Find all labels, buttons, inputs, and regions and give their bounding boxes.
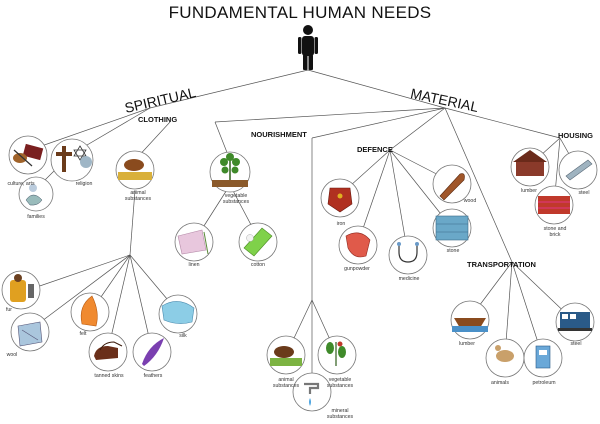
- stone-wall-icon: [432, 208, 472, 248]
- label-housing-steel: steel: [578, 190, 590, 196]
- label-wool: wool: [6, 352, 18, 358]
- label-wood: wood: [463, 198, 477, 204]
- label-animals: animals: [491, 380, 509, 386]
- linen-icon: [174, 222, 214, 262]
- culture-arts-icon: [8, 135, 48, 175]
- label-food-mineral: mineral substances: [326, 408, 354, 420]
- label-feathers: feathers: [143, 373, 163, 379]
- label-cotton: cotton: [250, 262, 266, 268]
- label-clothing-animal: animal substances: [124, 190, 152, 202]
- label-iron: iron: [336, 221, 346, 227]
- category-housing: HOUSING: [558, 131, 594, 140]
- label-food-animal: animal substances: [272, 377, 300, 389]
- wool-icon: [10, 312, 50, 352]
- label-transport-lumber: lumber: [459, 341, 475, 347]
- petroleum-pump-icon: [523, 338, 563, 378]
- label-fur: fur: [5, 307, 13, 313]
- label-felt: felt: [79, 331, 87, 337]
- animal-substances-icon: [115, 150, 155, 190]
- category-nourishment: NOURISHMENT: [251, 130, 307, 139]
- cotton-icon: [238, 222, 278, 262]
- label-religion: religion: [75, 181, 93, 187]
- label-housing-lumber: lumber: [521, 188, 537, 194]
- religion-icon: [50, 138, 94, 182]
- housing-lumber-icon: [510, 147, 550, 187]
- label-clothing-vegetable: vegetable substances: [222, 193, 250, 205]
- label-families: families: [27, 214, 45, 220]
- category-clothing: CLOTHING: [138, 115, 178, 124]
- label-gunpowder: gunpowder: [344, 266, 370, 272]
- food-mineral-icon: [292, 372, 332, 412]
- animals-icon: [485, 338, 525, 378]
- families-icon: [18, 176, 54, 212]
- housing-steel-icon: [558, 150, 598, 190]
- fur-icon: [1, 270, 41, 310]
- train-steel-icon: [555, 302, 595, 342]
- label-culture-arts: culture, arts: [7, 181, 35, 187]
- label-medicine: medicine: [398, 276, 420, 282]
- person-icon: [298, 25, 318, 70]
- label-transport-steel: steel: [570, 341, 582, 347]
- category-defence: DEFENCE: [357, 145, 393, 154]
- felt-icon: [70, 292, 110, 332]
- diagram-title: FUNDAMENTAL HUMAN NEEDS: [168, 3, 432, 22]
- label-linen: linen: [188, 262, 200, 268]
- wood-club-icon: [432, 164, 472, 204]
- tanned-skins-icon: [88, 332, 128, 372]
- food-vegetable-icon: [317, 335, 357, 375]
- vegetable-substances-icon: [209, 151, 251, 193]
- food-animal-icon: [266, 335, 306, 375]
- silk-icon: [158, 294, 198, 334]
- feathers-icon: [132, 332, 172, 372]
- label-food-vegetable: vegetable substances: [326, 377, 354, 389]
- iron-armor-icon: [320, 178, 360, 218]
- boat-lumber-icon: [450, 300, 490, 340]
- stone-brick-icon: [534, 185, 574, 225]
- label-petroleum: petroleum: [532, 380, 556, 386]
- category-transportation: TRANSPORTATION: [467, 260, 536, 269]
- label-stone: stone: [446, 248, 460, 254]
- label-stone-brick: stone and brick: [543, 226, 567, 238]
- label-silk: silk: [179, 333, 187, 339]
- medicine-icon: [388, 235, 428, 275]
- gunpowder-icon: [338, 225, 378, 265]
- label-tanned-skins: tanned skins: [94, 373, 124, 379]
